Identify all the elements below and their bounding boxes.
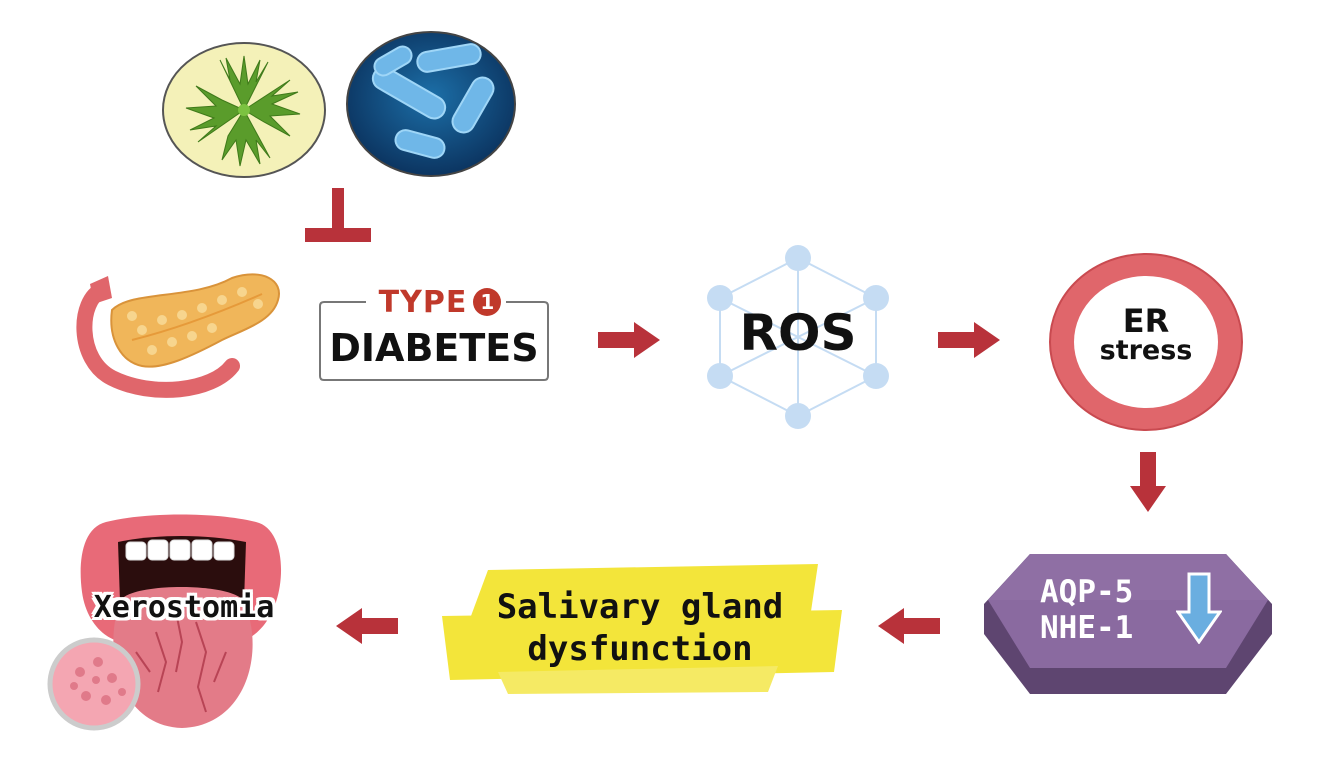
er-stress-ring: ER stress bbox=[1046, 250, 1246, 434]
salivary-label: Salivary gland dysfunction bbox=[438, 586, 842, 670]
aqp-nhe-hexagon: AQP-5 NHE-1 bbox=[980, 548, 1276, 700]
aqp-label: AQP-5 NHE-1 bbox=[1040, 574, 1180, 646]
er-line2: stress bbox=[1099, 335, 1193, 366]
arrow-left-2 bbox=[334, 606, 398, 646]
diabetes-box: TYPE 1 DIABETES bbox=[316, 285, 552, 384]
xerostomia-label: Xerostomia bbox=[93, 590, 275, 625]
pancreas-icon bbox=[72, 270, 290, 402]
bacteria-icon bbox=[345, 30, 517, 178]
arrow-down-1 bbox=[1128, 452, 1168, 514]
inhibition-symbol bbox=[305, 188, 371, 244]
er-label: ER stress bbox=[1046, 302, 1246, 366]
plant-extract-icon bbox=[160, 40, 328, 180]
mouth-tongue-icon: Xerostomia bbox=[46, 512, 316, 742]
diabetes-label: DIABETES bbox=[329, 326, 539, 370]
aqp-line2: NHE-1 bbox=[1040, 610, 1134, 646]
type-number: 1 bbox=[480, 290, 495, 314]
er-line1: ER bbox=[1122, 302, 1170, 340]
aqp-line1: AQP-5 bbox=[1040, 574, 1134, 610]
arrow-left-1 bbox=[876, 606, 940, 646]
down-arrow-icon bbox=[1176, 572, 1222, 644]
molecule-network-icon: ROS bbox=[700, 238, 896, 434]
ros-label: ROS bbox=[739, 304, 857, 362]
type-number-badge: 1 bbox=[473, 288, 502, 316]
type-label: TYPE bbox=[378, 284, 468, 320]
salivary-line1: Salivary gland bbox=[496, 587, 784, 627]
salivary-box: Salivary gland dysfunction bbox=[438, 562, 842, 694]
arrow-right-1 bbox=[598, 320, 662, 360]
arrow-right-2 bbox=[938, 320, 1002, 360]
salivary-line2: dysfunction bbox=[527, 629, 753, 669]
